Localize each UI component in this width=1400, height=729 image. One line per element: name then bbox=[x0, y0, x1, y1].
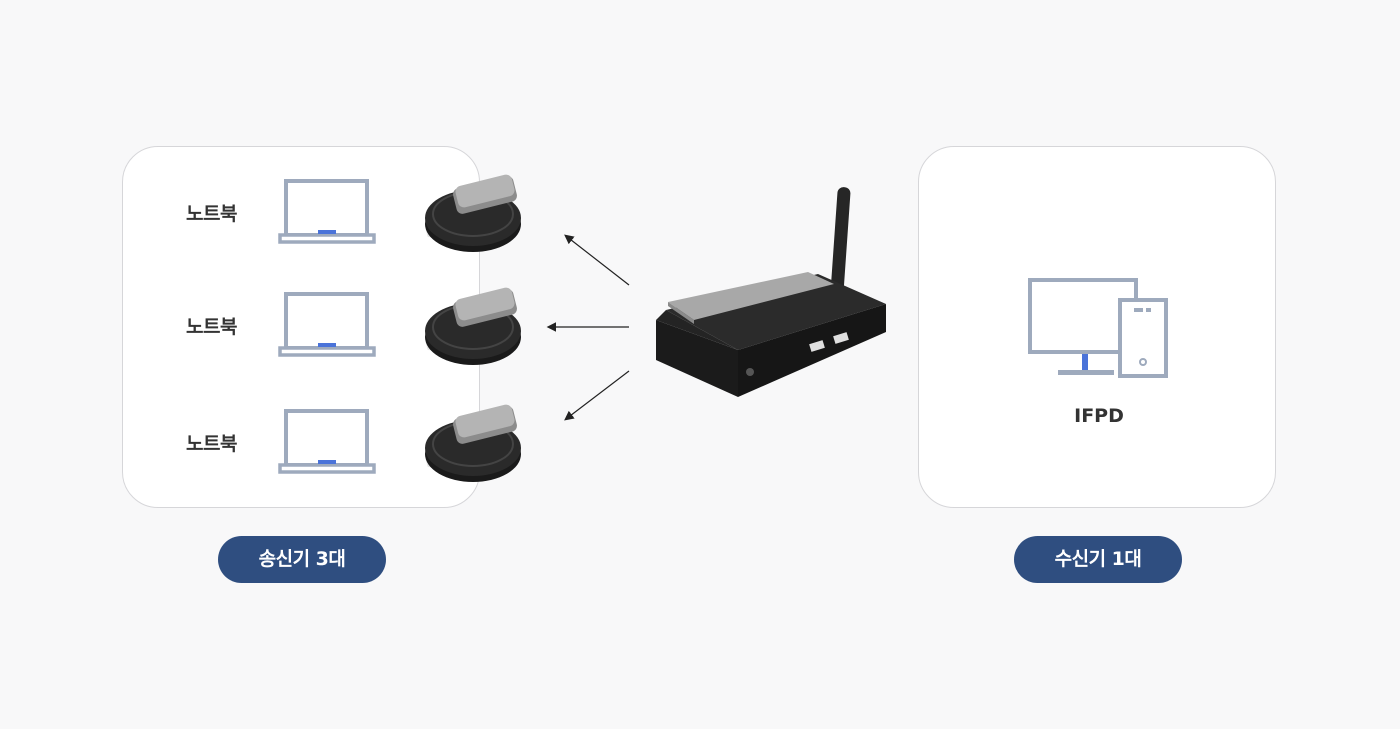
receiver-count-badge: 수신기 1대 bbox=[1014, 536, 1182, 583]
arrow-to-transmitter-3 bbox=[564, 370, 630, 421]
transmitter-dongle-icon bbox=[425, 174, 521, 252]
transmitter-count-badge: 송신기 3대 bbox=[218, 536, 386, 583]
transmitter-dongle-icon bbox=[425, 404, 521, 482]
receiver-panel bbox=[918, 146, 1276, 508]
connection-arrows bbox=[546, 234, 630, 421]
transmitter-dongle-icon bbox=[425, 287, 521, 365]
row-label-laptop-3: 노트북 bbox=[186, 433, 237, 455]
monitor-and-phone-icon bbox=[1028, 278, 1168, 378]
arrow-to-transmitter-1 bbox=[564, 234, 630, 286]
receiver-box-icon bbox=[656, 187, 886, 397]
row-label-laptop-1: 노트북 bbox=[186, 203, 237, 225]
row-label-laptop-2: 노트북 bbox=[186, 316, 237, 338]
laptop-icon bbox=[278, 409, 376, 474]
laptop-icon bbox=[278, 292, 376, 357]
laptop-icon bbox=[278, 179, 376, 244]
ifpd-label: IFPD bbox=[1074, 405, 1124, 427]
sender-panel bbox=[122, 146, 480, 508]
